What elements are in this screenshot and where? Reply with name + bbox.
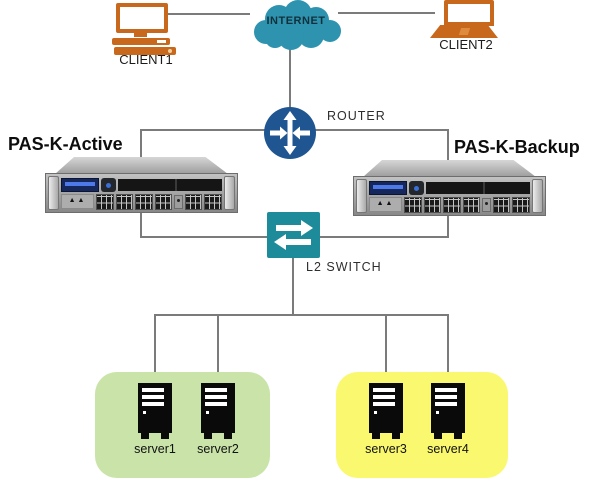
edge-drop-server2 [217,314,219,384]
lcd-display [369,180,407,195]
pask-backup-appliance-image: ▲▲ [353,160,546,216]
laptop-icon [430,0,498,38]
appliance-face: ▲▲ [353,176,546,216]
server1-node: server1 [124,383,186,456]
server-tower-icon [369,383,403,439]
button-pad [409,180,424,195]
led-panel: ▲▲ [61,194,94,209]
edge-drop-server1 [154,314,156,384]
rack-handle-icon [532,179,543,213]
internet-node: INTERNET [246,0,346,52]
expansion-slot [426,181,530,194]
rack-handle-icon [224,176,235,210]
edge-router-left [141,129,265,131]
internet-label: INTERNET [266,15,326,27]
server-tower-icon [431,383,465,439]
pask-active-appliance-image: ▲▲ [45,157,238,213]
lcd-display [61,177,99,192]
edge-switch-down [292,258,294,316]
server3-label: server3 [365,442,407,456]
keyboard-icon [112,38,170,45]
edge-drop-server3 [385,314,387,384]
server1-label: server1 [134,442,176,456]
rack-handle-icon [356,179,367,213]
client1-label: CLIENT1 [119,52,173,67]
server-group-green [95,372,270,478]
port-module [96,193,114,210]
router-icon [264,107,316,159]
edge-switch-left [141,236,267,238]
server2-label: server2 [197,442,239,456]
system-unit-icon [114,47,176,55]
monitor-icon [116,3,168,33]
l2-switch-label: L2 SWITCH [306,260,382,274]
server4-node: server4 [417,383,479,456]
server3-node: server3 [355,383,417,456]
router-label: ROUTER [327,109,386,123]
laptop-screen [444,0,494,26]
port-module [404,196,422,213]
client2-label: CLIENT2 [439,37,493,52]
rack-handle-icon [48,176,59,210]
port-module [512,196,530,213]
port-module [135,193,153,210]
led-panel: ▲▲ [369,197,402,212]
appliance-lid [55,157,228,174]
port-module [492,196,511,213]
edge-internet-client2 [338,12,435,14]
pask-backup-label: PAS-K-Backup [454,137,580,157]
port-module [423,196,441,213]
edge-drop-server4 [447,314,449,384]
cloud-icon [254,0,341,50]
edge-switch-right [320,236,448,238]
port-module [115,193,133,210]
expansion-slot [118,178,222,191]
power-button [174,194,183,209]
server2-node: server2 [187,383,249,456]
power-button [482,197,491,212]
button-pad [101,177,116,192]
port-module [204,193,222,210]
laptop-base [430,25,498,38]
appliance-lid [363,160,536,177]
port-module [184,193,203,210]
desktop-computer-icon [108,2,186,56]
port-module [462,196,480,213]
server-tower-icon [201,383,235,439]
port-module [154,193,172,210]
server4-label: server4 [427,442,469,456]
edge-client1-internet [164,13,250,15]
monitor-stand [134,33,147,37]
edge-distribution [154,314,449,316]
appliance-face: ▲▲ [45,173,238,213]
ethernet-switch-icon [267,212,320,258]
server-group-yellow [336,372,508,478]
server-tower-icon [138,383,172,439]
port-module [443,196,461,213]
pask-active-label: PAS-K-Active [8,134,123,154]
edge-router-right [315,129,448,131]
edge-internet-router [289,46,291,108]
